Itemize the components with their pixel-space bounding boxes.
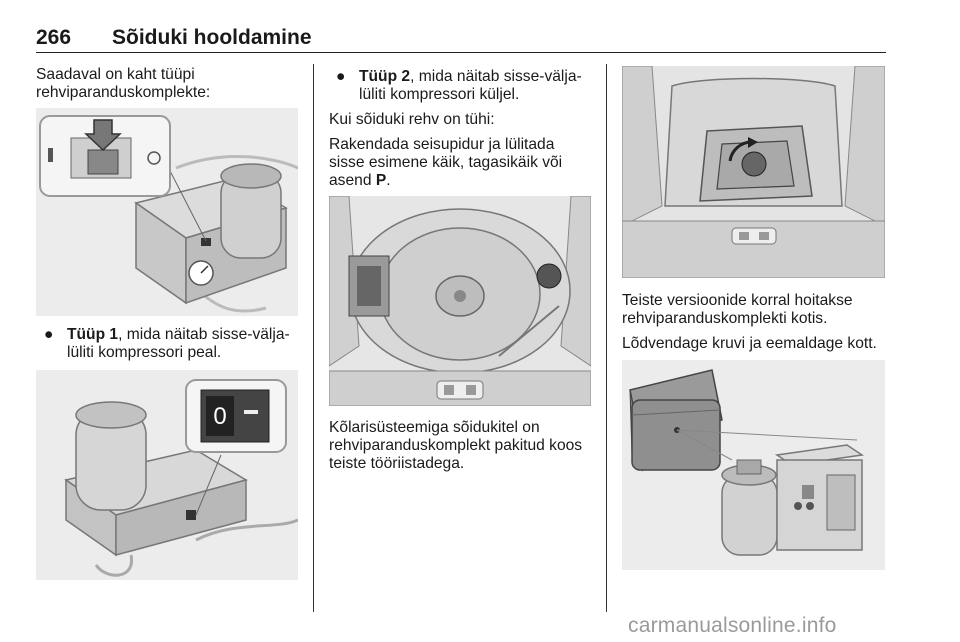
figure-compressor-type1-side: 0 [36, 370, 298, 580]
type1-description: , mida näitab sisse-välja- [118, 326, 290, 343]
speaker-note-line-3: teiste tööriistadega. [329, 455, 465, 472]
type1-label: Tüüp 1 [67, 326, 119, 343]
bullet-type1-line-2: lüliti kompressori peal. [67, 344, 222, 361]
bullet-dot-1: ● [44, 326, 54, 343]
speaker-note-line-1: Kõlarisüsteemiga sõidukitel on [329, 419, 540, 436]
other-versions-line-2: rehviparanduskomplekti kotis. [622, 310, 828, 327]
section-title: Sõiduki hooldamine [112, 26, 312, 49]
figure-spare-wheel-well-cover [622, 66, 885, 278]
park-position: P [375, 172, 387, 189]
intro-line-1: Saadaval on kaht tüüpi [36, 66, 195, 83]
type2-description: , mida näitab sisse-välja- [410, 68, 582, 85]
bullet-type2-line-2: lüliti kompressori küljel. [359, 86, 520, 103]
figure-repair-kit-bag [622, 360, 885, 570]
header-divider [36, 52, 886, 53]
figure-compressor-type1 [36, 108, 298, 316]
instruction-line-3-post: . [386, 172, 391, 189]
page-header: 266 Sõiduki hooldamine [36, 26, 886, 52]
loosen-screw-instruction: Lõdvendage kruvi ja eemaldage kott. [622, 335, 877, 352]
instruction-line-3-pre: asend [329, 172, 376, 189]
other-versions-line-1: Teiste versioonide korral hoitakse [622, 292, 853, 309]
page-number: 266 [36, 26, 72, 49]
figure-spare-wheel-well-speaker [329, 196, 591, 406]
instruction-line-2: sisse esimene käik, tagasikäik või [329, 154, 563, 171]
intro-line-2: rehviparanduskomplekte: [36, 84, 211, 101]
switch-off-symbol: 0 [213, 403, 226, 430]
bullet-type2-line-1: Tüüp 2, mida näitab sisse-välja- [359, 68, 582, 86]
column-divider-1 [313, 64, 314, 612]
instruction-line-1: Rakendada seisupidur ja lülitada [329, 136, 555, 153]
watermark: carmanualsonline.info [628, 614, 837, 637]
type2-label: Tüüp 2 [359, 68, 411, 85]
speaker-note-line-2: rehviparanduskomplekt pakitud koos [329, 437, 583, 454]
bullet-type1-line-1: Tüüp 1, mida näitab sisse-välja- [67, 326, 290, 344]
bullet-dot-2: ● [336, 68, 346, 85]
flat-tyre-heading: Kui sõiduki rehv on tühi: [329, 111, 495, 128]
column-divider-2 [606, 64, 607, 612]
instruction-line-3: asend P. [329, 172, 391, 190]
